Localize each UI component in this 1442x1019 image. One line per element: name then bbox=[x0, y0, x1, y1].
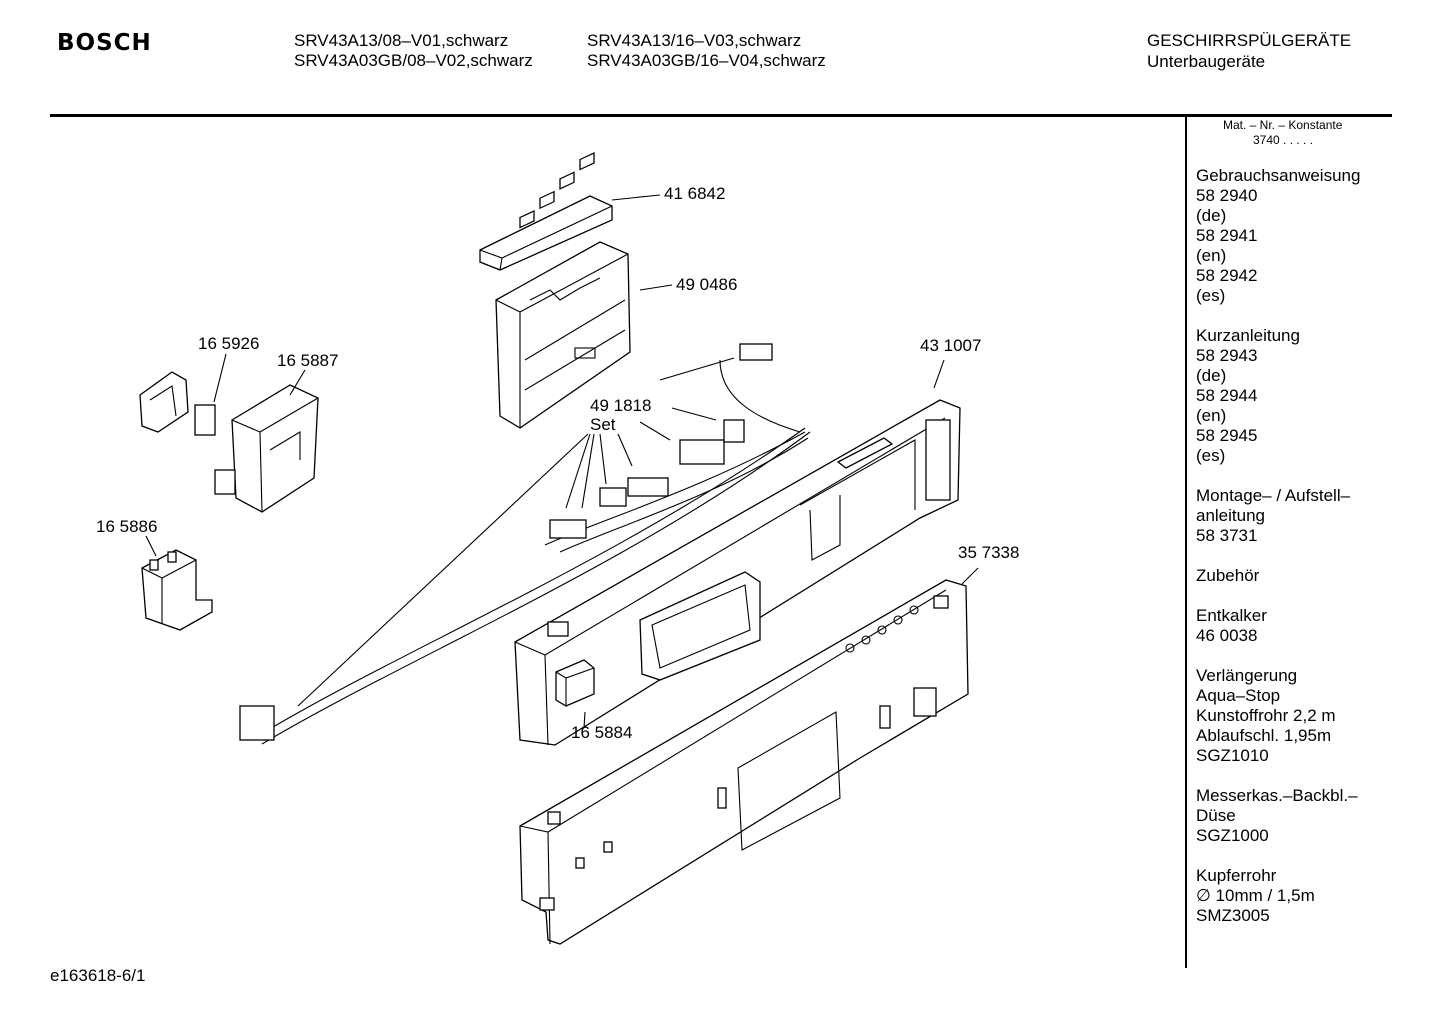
leader-line bbox=[617, 433, 633, 467]
sidebar-line: (es) bbox=[1196, 446, 1226, 465]
material-constant-label: Mat. – Nr. – Konstante bbox=[1223, 118, 1343, 132]
model-list-right: SRV43A13/16–V03,schwarz SRV43A03GB/16–V0… bbox=[587, 31, 826, 71]
sidebar-line: Kunstoffrohr 2,2 m bbox=[1196, 706, 1336, 725]
part-label-165887: 16 5887 bbox=[277, 351, 338, 370]
sidebar-line: 58 2943 bbox=[1196, 346, 1258, 365]
sidebar-line: anleitung bbox=[1196, 506, 1266, 525]
sidebar-line: Kupferrohr bbox=[1196, 866, 1277, 885]
sidebar-line: Düse bbox=[1196, 806, 1236, 825]
sidebar-line: 58 2941 bbox=[1196, 226, 1258, 245]
sidebar-line: (en) bbox=[1196, 246, 1227, 265]
model-item: SRV43A13/08–V01,schwarz bbox=[294, 31, 509, 50]
sidebar-line: 58 2942 bbox=[1196, 266, 1258, 285]
leader-line bbox=[933, 359, 945, 389]
category-subtitle: Unterbaugeräte bbox=[1147, 52, 1266, 71]
sidebar-line: (de) bbox=[1196, 366, 1227, 385]
sidebar-line: Kurzanleitung bbox=[1196, 326, 1300, 345]
leader-line bbox=[611, 194, 661, 201]
leader-line bbox=[639, 421, 671, 441]
sidebar-line: Verlängerung bbox=[1196, 666, 1298, 685]
sidebar-line: ∅ 10mm / 1,5m bbox=[1196, 886, 1315, 905]
sidebar-line: 58 2945 bbox=[1196, 426, 1258, 445]
leader-line bbox=[289, 369, 306, 396]
switch-part bbox=[555, 659, 595, 707]
part-label-491818: 49 1818 bbox=[590, 396, 651, 415]
control-board-part bbox=[519, 579, 969, 945]
leader-line bbox=[213, 353, 227, 403]
category-title: GESCHIRRSPÜLGERÄTE bbox=[1147, 31, 1352, 50]
part-label-416842: 41 6842 bbox=[664, 184, 725, 203]
drawing-code: e163618-6/1 bbox=[50, 966, 146, 985]
leader-line bbox=[565, 433, 591, 509]
sidebar-divider bbox=[1185, 117, 1187, 968]
sidebar-line: Montage– / Aufstell– bbox=[1196, 486, 1351, 505]
leader-line bbox=[961, 567, 979, 585]
sidebar-line: SGZ1010 bbox=[1196, 746, 1269, 765]
part-label-set: Set bbox=[590, 415, 616, 434]
model-list-left: SRV43A13/08–V01,schwarz SRV43A03GB/08–V0… bbox=[294, 31, 533, 71]
leader-line bbox=[145, 535, 157, 557]
control-module-part bbox=[495, 241, 631, 429]
bracket-part bbox=[214, 384, 319, 513]
cable-set-part bbox=[239, 343, 811, 745]
model-item: SRV43A03GB/16–V04,schwarz bbox=[587, 51, 826, 70]
leader-line bbox=[671, 407, 717, 421]
relay-block-part bbox=[141, 549, 213, 631]
sidebar-line: SMZ3005 bbox=[1196, 906, 1270, 925]
part-label-431007: 43 1007 bbox=[920, 336, 981, 355]
clip-part bbox=[139, 371, 216, 436]
sidebar-line: Zubehör bbox=[1196, 566, 1260, 585]
leader-line bbox=[639, 284, 673, 291]
header-rule bbox=[50, 114, 1392, 117]
sidebar-line: Aqua–Stop bbox=[1196, 686, 1281, 705]
sidebar-line: Entkalker bbox=[1196, 606, 1267, 625]
sidebar-group: Zubehör bbox=[1196, 566, 1396, 586]
sidebar-line: 58 3731 bbox=[1196, 526, 1258, 545]
model-item: SRV43A13/16–V03,schwarz bbox=[587, 31, 802, 50]
sidebar-line: (de) bbox=[1196, 206, 1227, 225]
part-label-165884: 16 5884 bbox=[571, 723, 632, 742]
material-constant-value: 3740 . . . . . bbox=[1253, 133, 1314, 147]
model-item: SRV43A03GB/08–V02,schwarz bbox=[294, 51, 533, 70]
sidebar-line: Messerkas.–Backbl.– bbox=[1196, 786, 1358, 805]
sidebar-line: Ablaufschl. 1,95m bbox=[1196, 726, 1332, 745]
sidebar-line: (en) bbox=[1196, 406, 1227, 425]
leader-line bbox=[581, 433, 595, 509]
leader-line bbox=[583, 711, 586, 729]
button-strip-part bbox=[479, 152, 613, 271]
part-label-490486: 49 0486 bbox=[676, 275, 737, 294]
part-label-357338: 35 7338 bbox=[958, 543, 1019, 562]
leader-line bbox=[599, 433, 607, 485]
sidebar-line: 46 0038 bbox=[1196, 626, 1258, 645]
sidebar-line: Gebrauchsanweisung bbox=[1196, 166, 1361, 185]
category-block: GESCHIRRSPÜLGERÄTE Unterbaugeräte bbox=[1147, 30, 1351, 72]
sidebar-line: (es) bbox=[1196, 286, 1226, 305]
leader-line bbox=[659, 357, 735, 381]
sidebar-line: SGZ1000 bbox=[1196, 826, 1269, 845]
part-label-165926: 16 5926 bbox=[198, 334, 259, 353]
exploded-parts-diagram: 41 6842 49 0486 16 5926 16 5887 16 5886 bbox=[96, 152, 1019, 945]
leader-line bbox=[297, 433, 589, 707]
sidebar-line: 58 2944 bbox=[1196, 386, 1258, 405]
part-label-165886: 16 5886 bbox=[96, 517, 157, 536]
front-panel-part bbox=[514, 399, 961, 746]
sidebar-line: 58 2940 bbox=[1196, 186, 1258, 205]
sidebar: Mat. – Nr. – Konstante 3740 . . . . . Ge… bbox=[1196, 118, 1396, 926]
brand-logo: BOSCH bbox=[57, 30, 152, 56]
material-constant: Mat. – Nr. – Konstante 3740 . . . . . bbox=[1196, 118, 1396, 148]
